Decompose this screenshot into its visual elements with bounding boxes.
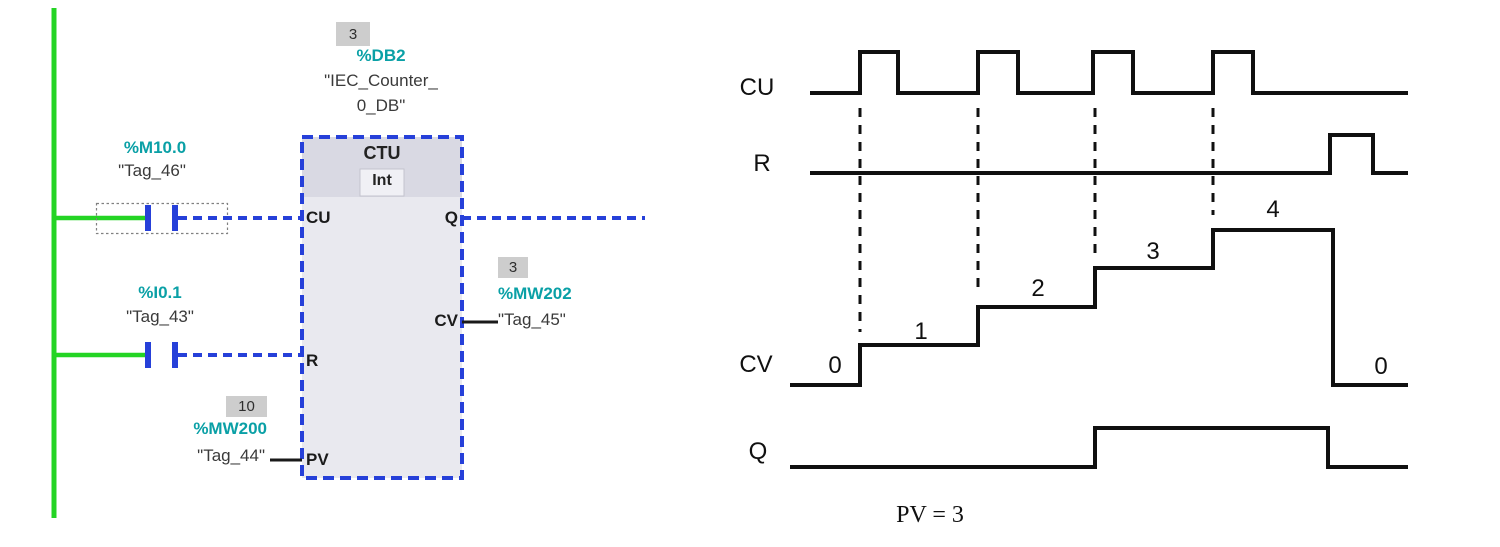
trace-cu [810, 50, 1408, 95]
block-border [300, 135, 464, 480]
pv-monitor-badge: 10 [226, 396, 267, 417]
block-data-type[interactable]: Int [372, 172, 392, 189]
trace-r [810, 133, 1408, 175]
cu-operand-address[interactable]: %M10.0 [123, 138, 187, 157]
cv-value-label-1: 1 [914, 318, 927, 345]
port-label-pv: PV [306, 450, 329, 469]
trace-q [790, 426, 1408, 469]
cv-operand-name[interactable]: "Tag_45" [498, 310, 566, 329]
cv-value-label-4: 4 [1266, 196, 1279, 223]
pv-operand-address[interactable]: %MW200 [193, 419, 267, 438]
signal-label-cv: CV [739, 351, 772, 378]
r-operand-name[interactable]: "Tag_43" [126, 307, 194, 326]
timing-diagram: CU R CV Q 0 1 2 3 4 0 [739, 50, 1408, 469]
port-label-cu: CU [306, 208, 331, 227]
db-address[interactable]: %DB2 [356, 46, 406, 65]
signal-label-cu: CU [740, 74, 775, 101]
db-monitor-badge: 3 [336, 22, 370, 46]
db-name-line1[interactable]: "IEC_Counter_ [324, 71, 438, 90]
ctu-block[interactable] [300, 135, 464, 480]
signal-label-q: Q [749, 438, 768, 465]
cv-monitor-badge: 3 [498, 257, 528, 278]
contact-r[interactable] [145, 342, 178, 368]
port-label-cv: CV [434, 311, 458, 330]
signal-label-r: R [753, 150, 770, 177]
cv-value-label-2: 2 [1031, 275, 1044, 302]
pv-annotation: PV = 3 [896, 502, 964, 528]
db-name-line2[interactable]: 0_DB" [356, 96, 406, 115]
port-label-r: R [306, 351, 319, 370]
block-title: CTU [363, 143, 401, 163]
cu-operand-name[interactable]: "Tag_46" [118, 161, 186, 180]
trace-cv [790, 228, 1408, 387]
cv-value-label-5: 0 [1374, 353, 1387, 380]
pv-operand-name[interactable]: "Tag_44" [197, 446, 265, 465]
cv-value-label-0: 0 [828, 352, 841, 379]
cv-value-label-3: 3 [1146, 238, 1159, 265]
cv-operand-address[interactable]: %MW202 [498, 284, 572, 303]
port-label-q: Q [444, 208, 458, 227]
data-type-box[interactable] [359, 168, 405, 197]
r-operand-address[interactable]: %I0.1 [138, 283, 182, 302]
ladder-wiring [51, 8, 645, 518]
